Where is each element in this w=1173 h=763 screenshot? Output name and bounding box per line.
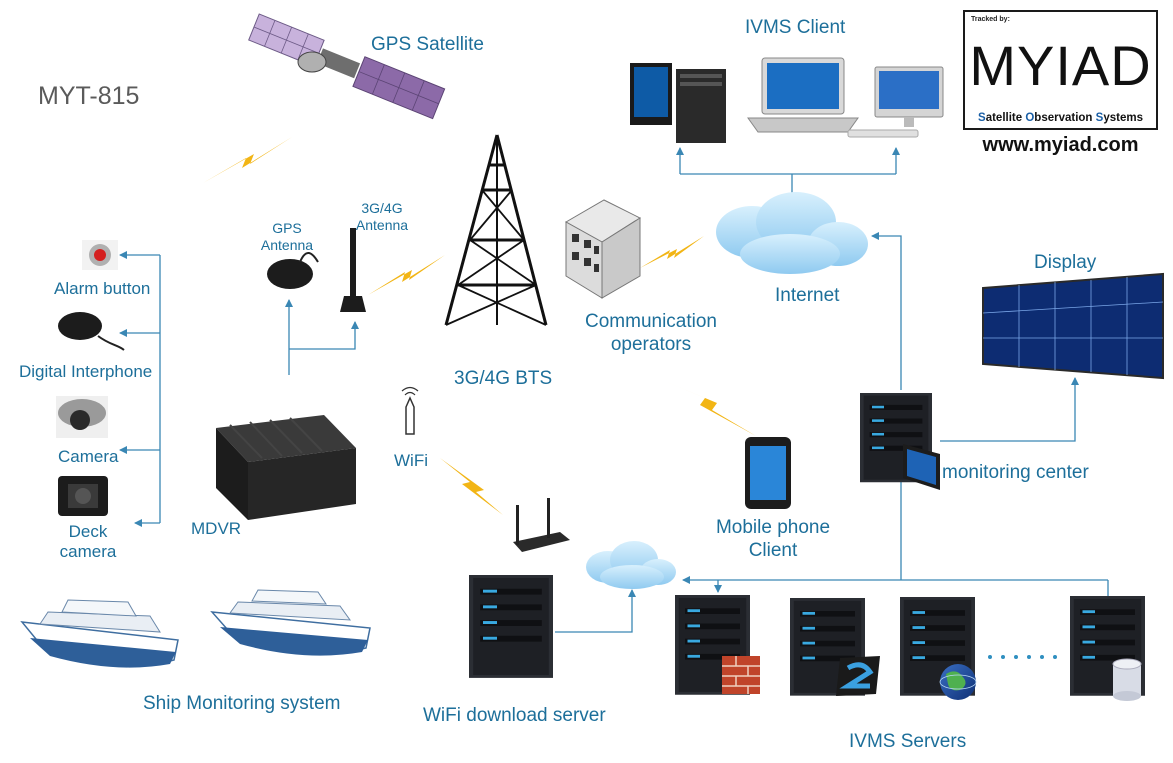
mobile-phone-icon — [745, 437, 791, 509]
display-label: Display — [1034, 252, 1097, 273]
imac-icon — [847, 66, 944, 138]
lightning-icon — [440, 458, 503, 515]
lightning-icon — [662, 380, 756, 436]
logo-url: www.myiad.com — [982, 134, 1139, 156]
wireless-links — [203, 137, 756, 515]
building-icon — [564, 199, 642, 299]
internet-cloud-icon — [716, 192, 868, 274]
media-film-icon — [836, 656, 880, 696]
3g4g-antenna-icon — [340, 228, 366, 312]
logo-brand: MYIAD — [969, 34, 1152, 97]
wifi-router-icon — [513, 498, 570, 552]
gps-antenna-icon — [267, 252, 319, 289]
camera-label: Camera — [58, 447, 119, 466]
laptop-icon — [747, 57, 859, 133]
ivms-servers-label: IVMS Servers — [849, 731, 967, 752]
bts-label: 3G/4G BTS — [454, 368, 553, 389]
myiad-logo: Tracked by: MYIAD Satellite Observation … — [963, 10, 1158, 130]
video-wall-icon — [982, 272, 1164, 380]
wifi-label: WiFi — [394, 451, 428, 470]
mdvr-label: MDVR — [191, 519, 242, 538]
logo-tagline: Satellite Observation Systems — [978, 112, 1143, 124]
monitor-icon — [903, 444, 940, 490]
wifi-download-server-label: WiFi download server — [423, 705, 606, 726]
gps-satellite-label: GPS Satellite — [371, 34, 484, 55]
internet-label: Internet — [775, 285, 840, 306]
ship-icon — [20, 599, 179, 668]
desktop-pc-icon — [630, 63, 726, 143]
lightning-icon — [368, 255, 445, 295]
model-title: MYT-815 — [38, 82, 140, 110]
ellipsis-dots — [988, 655, 1057, 659]
logo-tracked-by: Tracked by: — [971, 16, 1010, 23]
lightning-icon — [640, 236, 704, 268]
ship-icon — [210, 589, 371, 656]
alarm-button-label: Alarm button — [54, 279, 151, 298]
lightning-icon — [203, 137, 292, 183]
monitoring-center-label: monitoring center — [942, 462, 1089, 483]
interphone-icon — [58, 312, 125, 351]
digital-interphone-label: Digital Interphone — [19, 362, 153, 381]
alarm-button-icon — [82, 240, 118, 270]
database-icon — [1112, 658, 1142, 701]
ship-monitoring-label: Ship Monitoring system — [143, 693, 341, 714]
ivms-client-label: IVMS Client — [745, 17, 846, 38]
globe-icon — [939, 664, 977, 700]
mdvr-icon — [216, 415, 356, 520]
wifi-cloud-icon — [586, 541, 676, 589]
connector-lines — [119, 147, 1112, 633]
satellite-icon — [248, 13, 446, 120]
bts-tower-icon — [444, 134, 548, 326]
firewall-icon — [722, 656, 760, 694]
wifi-download-server-icon — [469, 575, 553, 678]
wifi-antenna-icon — [401, 386, 419, 435]
dome-camera-icon — [56, 396, 108, 438]
deck-camera-icon — [58, 476, 108, 516]
